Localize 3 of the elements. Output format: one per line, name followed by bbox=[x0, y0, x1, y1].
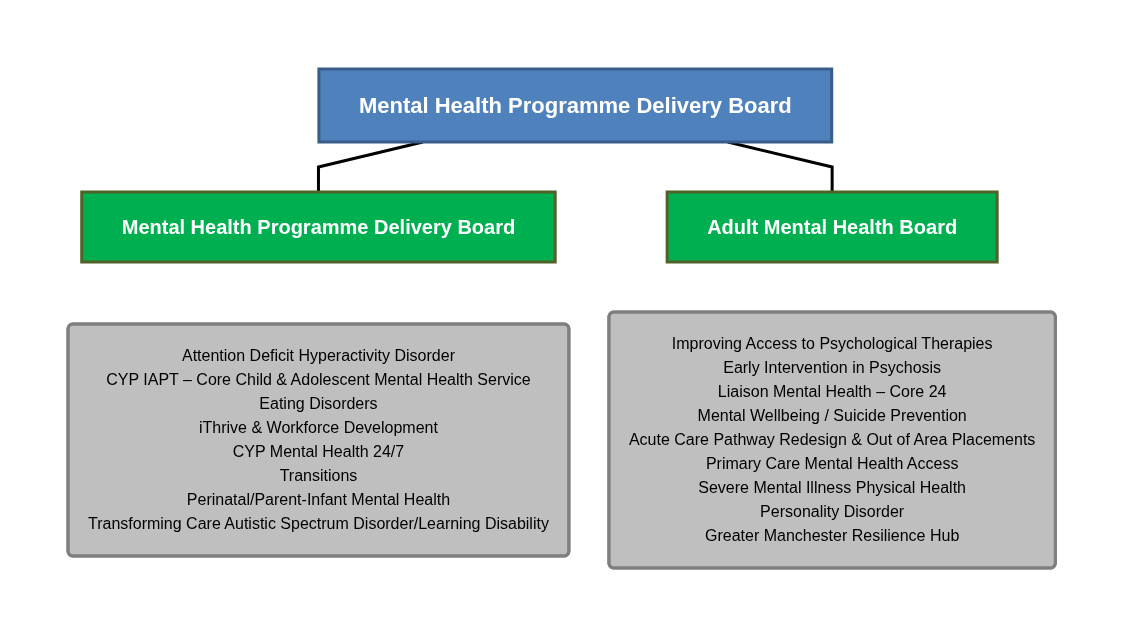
node-box: Adult Mental Health Board bbox=[665, 190, 999, 264]
node-box: Mental Health Programme Delivery Board bbox=[317, 67, 833, 144]
node-box: Mental Health Programme Delivery Board bbox=[80, 190, 557, 264]
